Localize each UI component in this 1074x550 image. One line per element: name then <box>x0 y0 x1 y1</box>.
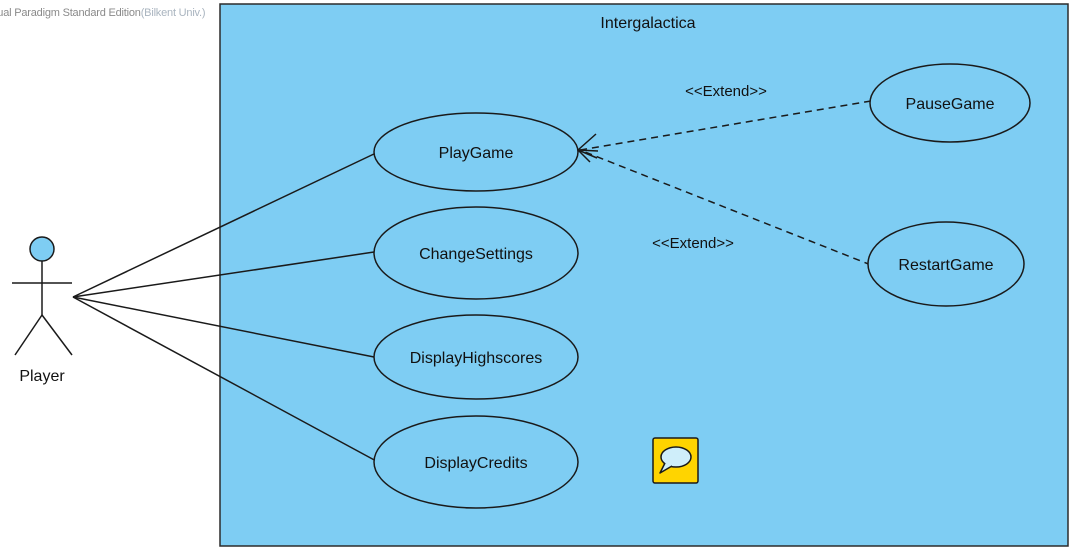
association-displayhighscores[interactable] <box>72 296 375 358</box>
speech-bubble-icon[interactable] <box>652 437 699 484</box>
system-name: Intergalactica <box>600 15 695 32</box>
use-case-label: DisplayCredits <box>424 455 527 472</box>
actor-name: Player <box>19 368 65 385</box>
use-case-displaycredits[interactable]: DisplayCredits <box>373 415 579 509</box>
extend-line-restartgame[interactable] <box>579 149 872 266</box>
use-case-label: DisplayHighscores <box>410 350 543 367</box>
association-displaycredits[interactable] <box>72 296 379 463</box>
use-case-label: PauseGame <box>906 96 995 113</box>
use-case-label: RestartGame <box>898 257 993 274</box>
associations <box>72 152 379 463</box>
use-case-pausegame[interactable]: PauseGame <box>869 63 1031 143</box>
actor-player[interactable]: Player <box>12 236 73 385</box>
use-case-playgame[interactable]: PlayGame <box>373 112 579 192</box>
extend-lines <box>579 100 872 266</box>
stick-figure-icon <box>12 236 73 356</box>
extend-line-pausegame[interactable] <box>579 100 872 151</box>
extend-label-restartgame: <<Extend>> <box>652 235 734 252</box>
watermark-edition: sual Paradigm Standard Edition <box>0 7 141 19</box>
use-case-restartgame[interactable]: RestartGame <box>867 221 1025 307</box>
watermark: sual Paradigm Standard Edition(Bilkent U… <box>0 7 206 19</box>
use-case-label: PlayGame <box>439 145 514 162</box>
extend-label-pausegame: <<Extend>> <box>685 83 767 100</box>
use-case-label: ChangeSettings <box>419 246 533 263</box>
association-playgame[interactable] <box>72 152 377 298</box>
use-case-displayhighscores[interactable]: DisplayHighscores <box>373 314 579 400</box>
association-changesettings[interactable] <box>72 251 375 298</box>
use-case-changesettings[interactable]: ChangeSettings <box>373 206 579 300</box>
watermark-license: (Bilkent Univ.) <box>140 7 206 19</box>
